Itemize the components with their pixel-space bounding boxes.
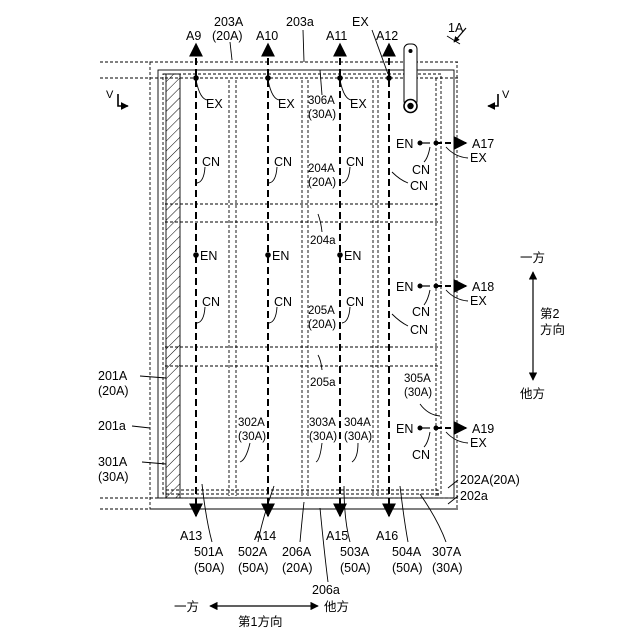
label-501A-sub: (50A) [194, 561, 225, 575]
label-306A: 306A [308, 95, 335, 107]
label-a17: A17 [472, 137, 494, 151]
second-dir-bottom: 他方 [520, 386, 545, 401]
label-cn-c1b: CN [202, 295, 220, 309]
label-a9: A9 [186, 29, 201, 43]
label-206A: 206A [282, 545, 312, 559]
label-201A-sub: (20A) [98, 384, 129, 398]
label-a10: A10 [256, 29, 278, 43]
label-205a: 205a [310, 377, 336, 389]
hatched-wall-301A [166, 74, 180, 498]
label-502A: 502A [238, 545, 268, 559]
label-en-r2: EN [396, 280, 413, 294]
section-mark-right [488, 94, 498, 106]
section-v-left: V [106, 89, 114, 101]
label-303A: 303A [309, 417, 336, 429]
label-ex-c2: EX [278, 97, 295, 111]
label-cn-c3a: CN [346, 155, 364, 169]
label-205A-sub: (20A) [308, 319, 336, 331]
sensor-element [404, 44, 417, 113]
label-304A-sub: (30A) [344, 431, 372, 443]
label-a11: A11 [326, 29, 347, 43]
label-a14: A14 [254, 529, 276, 543]
label-201a: 201a [98, 419, 126, 433]
second-dir-caption-1: 第2 [540, 307, 560, 321]
label-302A-sub: (30A) [238, 431, 266, 443]
label-204A: 204A [308, 163, 335, 175]
label-en-c3: EN [344, 249, 361, 263]
label-503A: 503A [340, 545, 370, 559]
label-501A: 501A [194, 545, 224, 559]
section-mark-left [118, 94, 128, 106]
label-cn-c1a: CN [202, 155, 220, 169]
second-dir-top: 一方 [520, 250, 545, 265]
label-301A-sub: (30A) [98, 470, 129, 484]
first-dir-caption: 第1方向 [238, 614, 282, 629]
label-cn-c3b: CN [346, 295, 364, 309]
label-en-r1: EN [396, 137, 413, 151]
label-307A-sub: (30A) [432, 561, 463, 575]
first-dir-left: 一方 [174, 599, 199, 614]
label-ex-r2: EX [470, 294, 487, 308]
label-206A-sub: (20A) [282, 561, 313, 575]
label-ex-c1: EX [206, 97, 223, 111]
label-201A: 201A [98, 369, 128, 383]
label-a12: A12 [376, 29, 398, 43]
label-a16: A16 [376, 529, 398, 543]
label-502A-sub: (50A) [238, 561, 269, 575]
flow-lines [196, 44, 389, 516]
figure-number: 1A [448, 21, 464, 35]
label-205A: 205A [308, 305, 335, 317]
label-cn-r2: CN [410, 179, 428, 193]
label-en-c1: EN [200, 249, 217, 263]
label-ex-r1: EX [470, 151, 487, 165]
label-204a: 204a [310, 235, 336, 247]
label-cn-r3: CN [412, 305, 430, 319]
label-a19: A19 [472, 422, 494, 436]
label-203A-sub: (20A) [212, 29, 243, 43]
label-301A: 301A [98, 455, 128, 469]
label-ex-top: EX [352, 15, 369, 29]
label-ex-c3: EX [350, 97, 367, 111]
label-a13: A13 [180, 529, 202, 543]
label-203A: 203A [214, 15, 244, 29]
label-a18: A18 [472, 280, 494, 294]
label-cn-r1: CN [412, 163, 430, 177]
label-305A-sub: (30A) [404, 387, 432, 399]
label-202a: 202a [460, 489, 488, 503]
label-503A-sub: (50A) [340, 561, 371, 575]
label-202A: 202A(20A) [460, 473, 520, 487]
label-504A-sub: (50A) [392, 561, 423, 575]
label-203a: 203a [286, 15, 314, 29]
label-cn-c2b: CN [274, 295, 292, 309]
label-206a: 206a [312, 583, 340, 597]
label-305A: 305A [404, 373, 431, 385]
label-504A: 504A [392, 545, 422, 559]
label-en-r3: EN [396, 422, 413, 436]
label-cn-r4: CN [410, 323, 428, 337]
label-302A: 302A [238, 417, 265, 429]
label-303A-sub: (30A) [309, 431, 337, 443]
second-dir-caption-2: 方向 [540, 322, 565, 337]
label-cn-r5: CN [412, 448, 430, 462]
label-en-c2: EN [272, 249, 289, 263]
label-cn-c2a: CN [274, 155, 292, 169]
label-306A-sub: (30A) [308, 109, 336, 121]
label-307A: 307A [432, 545, 462, 559]
first-dir-right: 他方 [324, 599, 349, 614]
section-v-right: V [502, 89, 510, 101]
label-ex-r3: EX [470, 436, 487, 450]
label-204A-sub: (20A) [308, 177, 336, 189]
label-304A: 304A [344, 417, 371, 429]
label-a15: A15 [326, 529, 348, 543]
